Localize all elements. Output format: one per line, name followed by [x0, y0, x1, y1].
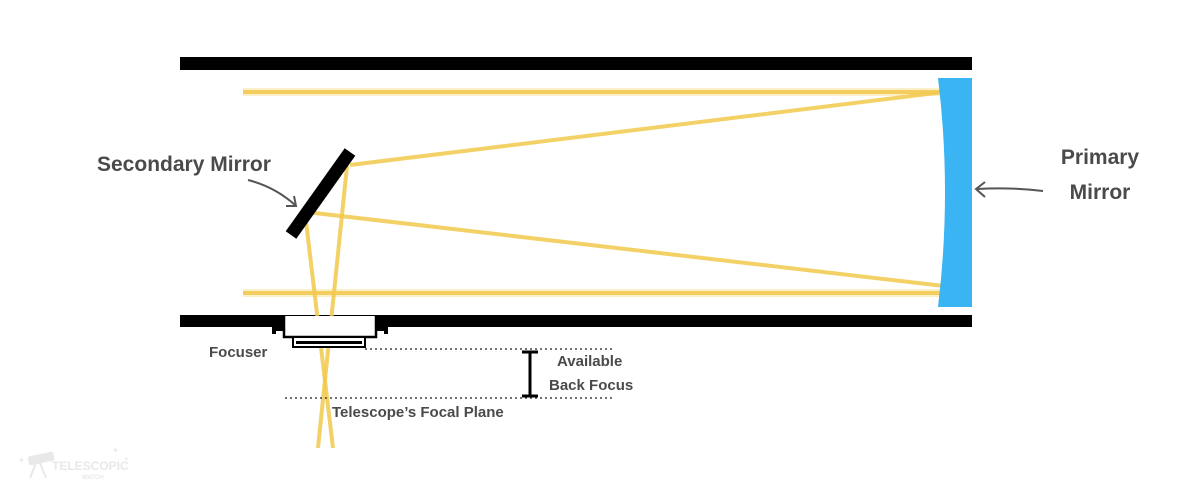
svg-text:✦: ✦ [18, 456, 25, 465]
focal-plane-label: Telescope’s Focal Plane [332, 404, 504, 421]
focuser [272, 316, 388, 348]
focused-ray-a [316, 165, 349, 449]
back-focus-label-line1: Available [557, 353, 622, 370]
secondary-mirror [285, 148, 356, 239]
secondary-mirror-arrow [247, 179, 298, 207]
back-focus-marker [522, 350, 538, 398]
telescope-logo-icon: ✦ ✦ ✦ [18, 446, 129, 479]
svg-text:✦: ✦ [124, 456, 129, 463]
reflected-ray-bottom [305, 210, 945, 288]
watermark-line1: TELESCOPIC [52, 459, 129, 473]
watermark-logo: ✦ ✦ ✦ TELESCOPIC WATCH [18, 446, 129, 481]
watermark-line2: WATCH [82, 475, 104, 481]
svg-text:✦: ✦ [112, 446, 119, 455]
primary-mirror-label-line2: Mirror [1070, 181, 1131, 204]
back-focus-label-line2: Back Focus [549, 377, 633, 394]
secondary-mirror-label: Secondary Mirror [97, 153, 271, 176]
tube-bottom-wall [180, 315, 972, 327]
focuser-label: Focuser [209, 344, 268, 361]
primary-mirror-arrow [974, 181, 1044, 198]
primary-mirror-label-line1: Primary [1061, 146, 1140, 169]
tube-top-wall [180, 57, 972, 70]
primary-mirror [938, 78, 972, 307]
reflected-ray-top [349, 90, 945, 167]
light-rays [243, 88, 945, 449]
